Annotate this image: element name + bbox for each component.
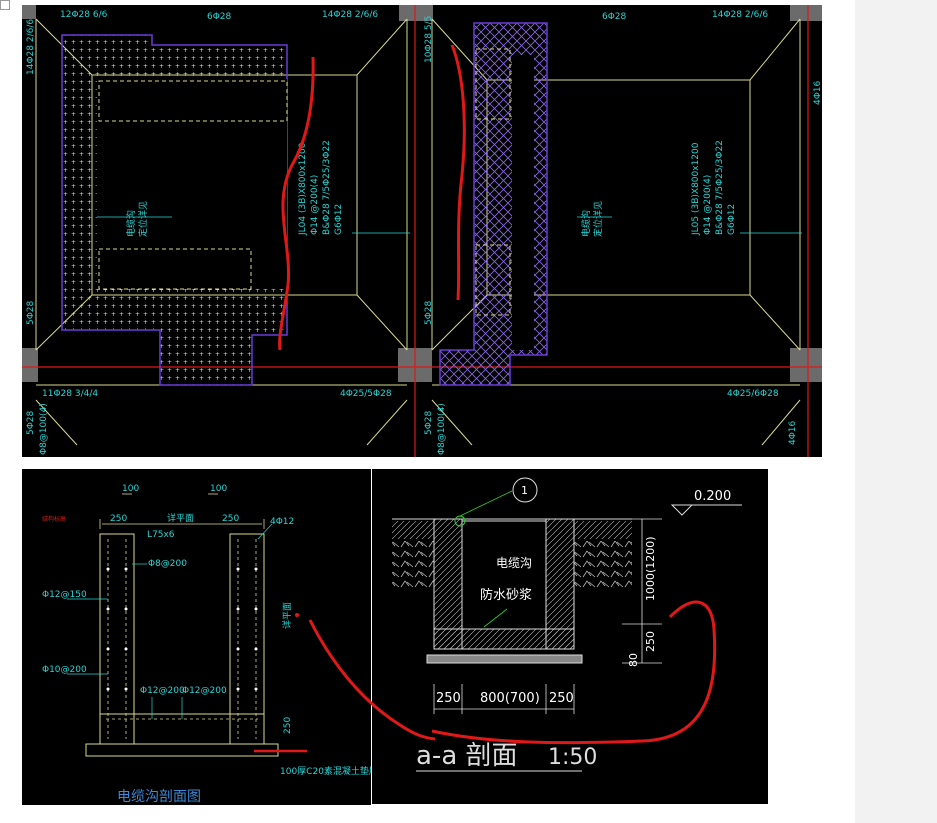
plan-right-bottom-side-label: 5Φ28 xyxy=(424,300,434,325)
detail-rebar-label-1: Φ8@200 xyxy=(148,559,187,569)
plan-left-bottom-side-label: 5Φ28 xyxy=(26,300,36,325)
section-gravel-left xyxy=(392,541,434,589)
section-callout: 1 xyxy=(454,477,538,527)
detail-side-label: 详平面 xyxy=(281,602,293,629)
window-side-panel xyxy=(855,0,937,823)
detail-rebar-label-4: Φ12@200 xyxy=(140,686,185,696)
red-annotation-curve-left xyxy=(278,56,315,351)
detail-rebar-label-2: Φ12@150 xyxy=(42,590,87,600)
detail-left-mark: 结构标高 xyxy=(42,515,66,523)
section-scale: 1:50 xyxy=(548,745,597,770)
section-surface-left xyxy=(392,521,434,539)
plan-right-beam-label-4: G6Φ12 xyxy=(727,204,737,235)
plan-left-bottom-label: 11Φ28 3/4/4 xyxy=(42,389,98,399)
detail-drawing: 100 100 250 详平面 250 4Φ12 结构标高 L75x6 Φ8@2… xyxy=(42,484,371,805)
cable-trench-detail-view: 100 100 250 详平面 250 4Φ12 结构标高 L75x6 Φ8@2… xyxy=(22,469,371,805)
detail-top-bar-label: 4Φ12 xyxy=(270,517,294,527)
checkbox-icon xyxy=(0,0,10,10)
plan-right-top-mid-label: 6Φ28 xyxy=(602,12,627,22)
plan-right-lower-right-label: 4Φ16 xyxy=(788,420,798,445)
red-annotation-arrow-curve xyxy=(431,600,717,745)
plan-left-trench-label-1: 电缆沟 xyxy=(125,210,137,237)
red-annotation-curve-right xyxy=(450,44,466,301)
plan-right-trench-label-2: 定位详见 xyxy=(592,201,604,237)
grid-axes xyxy=(22,5,822,457)
plan-right-side-label: 10Φ28 5/5 xyxy=(424,16,434,63)
left-cable-trench xyxy=(61,34,288,386)
detail-dim-250-bottom: 250 xyxy=(283,717,293,734)
section-dim-80: 80 xyxy=(627,653,640,667)
section-trench-void xyxy=(461,520,547,630)
section-mortar-label: 防水砂浆 xyxy=(480,587,532,603)
detail-dim-250-right: 250 xyxy=(222,514,239,524)
section-drawing: 1 0.200 电缆沟 防水砂浆 1000(1200) 250 80 250 8… xyxy=(392,477,742,772)
plan-right-lower-label-1: 5Φ28 xyxy=(424,410,434,435)
detail-rebar-dots xyxy=(106,567,258,691)
plan-left-beam-label-3: B&Φ28 7/5Φ25/3Φ22 xyxy=(322,140,332,235)
detail-small-dim: L75x6 xyxy=(147,530,175,540)
section-callout-number: 1 xyxy=(521,484,528,497)
detail-dim-100-left: 100 xyxy=(122,484,139,494)
detail-dim-250-left: 250 xyxy=(110,514,127,524)
section-dimension-lines xyxy=(433,518,662,714)
plan-left-beam-label-1: JL04 (3B)X800x1200 xyxy=(298,142,308,236)
plan-drawing: + xyxy=(22,5,822,457)
plan-left-lower-label-2: Φ8@100(4) xyxy=(39,403,49,455)
detail-rebar-label-3: Φ10@200 xyxy=(42,665,87,675)
section-trench-name: 电缆沟 xyxy=(496,556,532,570)
plan-right-beam-label-3: B&Φ28 7/5Φ25/3Φ22 xyxy=(715,140,725,235)
section-gravel-right xyxy=(574,541,632,589)
foundation-plan-view: + xyxy=(22,5,822,457)
section-height-dim: 1000(1200) xyxy=(644,536,657,601)
plan-right-top-right-label: 14Φ28 2/6/6 xyxy=(712,10,768,20)
plan-left-side-label: 14Φ28 2/6/6 xyxy=(26,19,36,75)
section-dim-250-left: 250 xyxy=(436,691,461,706)
plan-left-lower-label-1: 5Φ28 xyxy=(26,410,36,435)
leader-lines xyxy=(97,216,802,234)
detail-leader-lines xyxy=(67,523,273,719)
right-cable-trench xyxy=(439,22,548,386)
detail-rebar xyxy=(106,539,258,739)
section-elevation-label: 0.200 xyxy=(694,489,731,504)
a-a-section-view: 1 0.200 电缆沟 防水砂浆 1000(1200) 250 80 250 8… xyxy=(372,469,768,804)
plan-left-beam-label-4: G6Φ12 xyxy=(334,204,344,235)
detail-base-note: 100厚C20素混凝土垫层 xyxy=(280,765,371,777)
red-annotation-dot xyxy=(295,613,299,617)
plan-right-trench-label-1: 电缆沟 xyxy=(580,210,592,237)
plan-left-beam-label-2: Φ14 @200(4) xyxy=(310,175,320,235)
section-dim-width: 800(700) xyxy=(480,691,540,706)
section-mortar-leader xyxy=(483,608,508,628)
section-trench-walls xyxy=(426,518,583,664)
section-dim-250-vertical: 250 xyxy=(644,631,657,652)
plan-right-beam-label-1: JL05 (3B)X800x1200 xyxy=(691,142,701,236)
plan-left-bottom-right-label: 4Φ25/5Φ28 xyxy=(340,389,392,399)
detail-title: 电缆沟剖面图 xyxy=(117,789,201,805)
section-elevation-mark: 0.200 xyxy=(670,489,742,516)
plan-right-edge-label: 4Φ16 xyxy=(813,80,822,105)
plan-right-lower-label-2: Φ8@100(4) xyxy=(437,403,447,455)
section-surface-right xyxy=(574,521,632,539)
plan-left-top-mid-label: 6Φ28 xyxy=(207,12,232,22)
plan-left-top-right-label: 14Φ28 2/6/6 xyxy=(322,10,378,20)
detail-dim-mid: 详平面 xyxy=(167,512,194,524)
plan-right-beam-label-2: Φ14 @200(4) xyxy=(703,175,713,235)
detail-dim-100-right: 100 xyxy=(210,484,227,494)
plan-left-top-label: 12Φ28 6/6 xyxy=(60,10,108,20)
plan-left-trench-label-2: 定位详见 xyxy=(137,201,149,237)
detail-rebar-label-5: Φ12@200 xyxy=(182,686,227,696)
red-annotation-bridge xyxy=(308,619,436,741)
section-dim-250-right: 250 xyxy=(549,691,574,706)
detail-dimension-lines xyxy=(99,493,265,529)
section-title: a-a 剖面 xyxy=(416,741,518,771)
plan-right-bottom-right-label: 4Φ25/6Φ28 xyxy=(727,389,779,399)
